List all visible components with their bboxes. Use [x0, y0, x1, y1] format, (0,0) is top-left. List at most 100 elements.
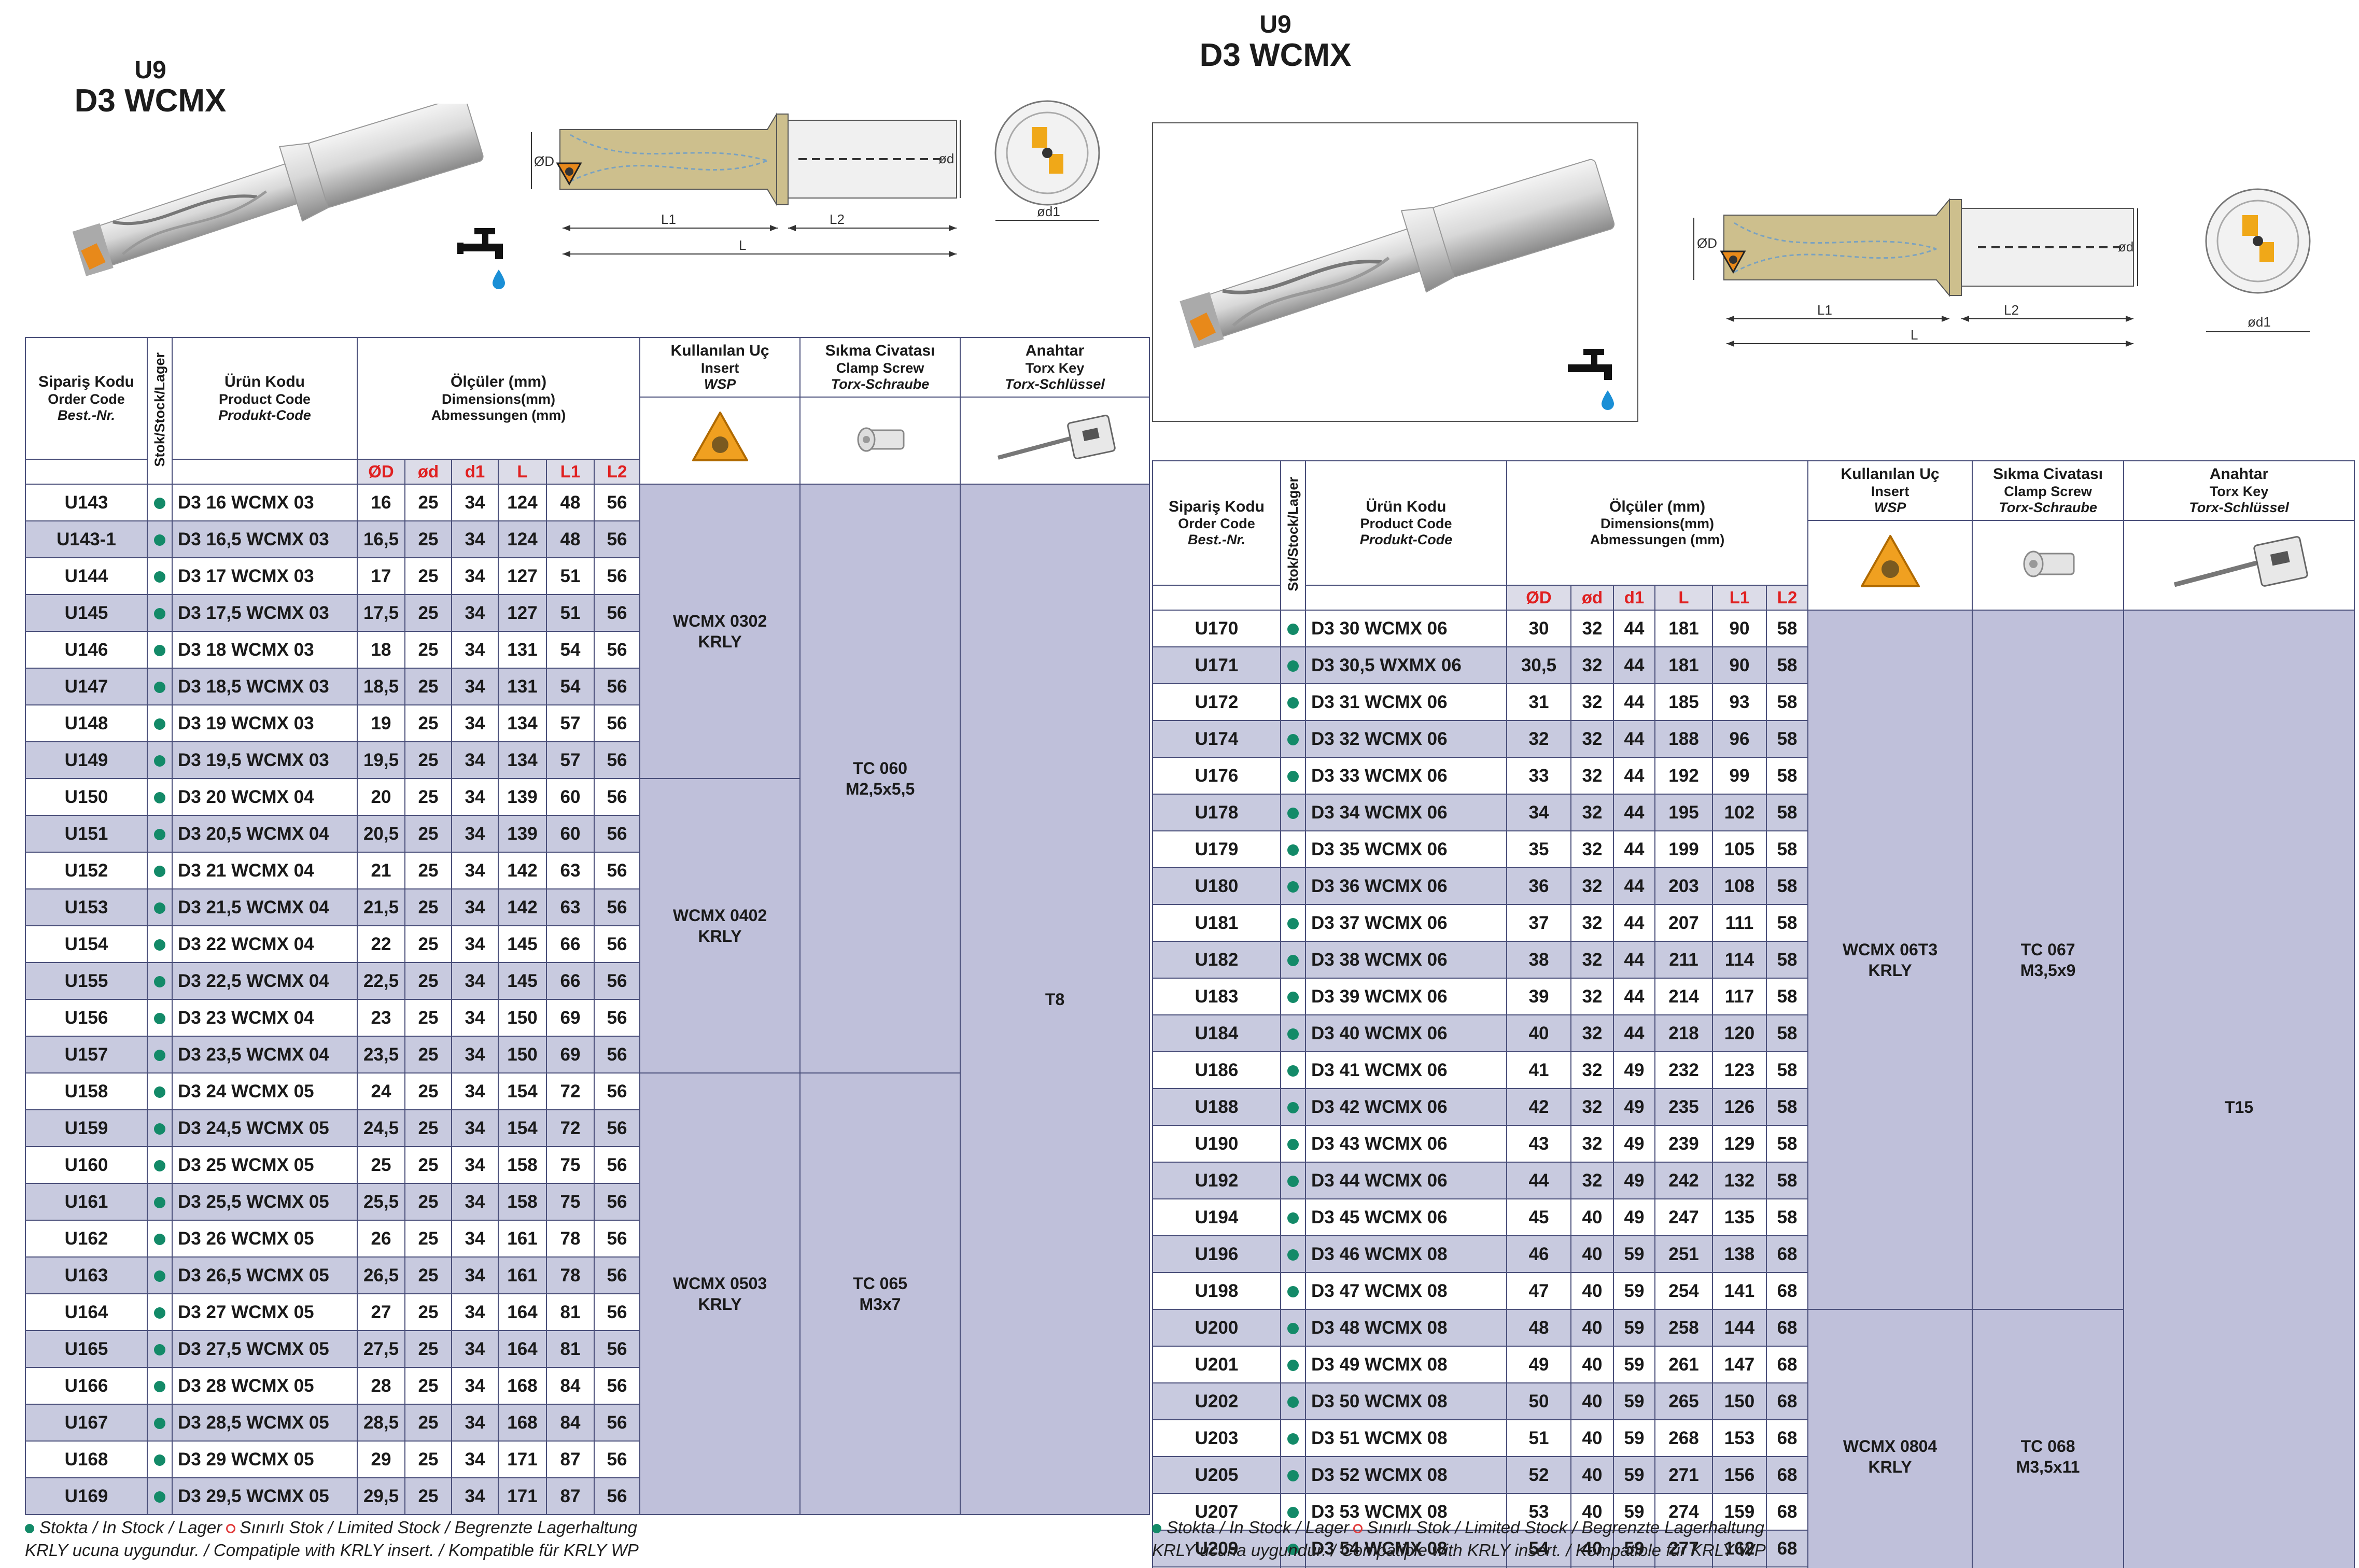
dim-od-small: 25	[404, 484, 452, 521]
dim-od-small: 25	[404, 888, 452, 926]
dim-d1: 59	[1613, 1346, 1655, 1383]
order-code: U205	[1152, 1456, 1281, 1494]
dim-l2: 56	[593, 1256, 641, 1294]
dim-l1: 81	[546, 1330, 595, 1368]
left-title-product: D3 WCMX	[74, 82, 227, 119]
dim-od-big: 49	[1506, 1346, 1571, 1383]
stock-status-cell	[1280, 1014, 1306, 1052]
stock-status-cell	[1280, 794, 1306, 831]
stock-status-cell	[1280, 610, 1306, 647]
in-stock-dot-icon	[1287, 1028, 1299, 1040]
in-stock-dot-icon	[154, 939, 165, 951]
in-stock-dot-icon	[154, 608, 165, 620]
dim-l2: 58	[1765, 757, 1809, 795]
dim-od-big: 43	[1506, 1125, 1571, 1163]
product-code: D3 47 WCMX 08	[1305, 1272, 1507, 1310]
dim-l1: 153	[1712, 1419, 1767, 1457]
dim-l1: 150	[1712, 1382, 1767, 1420]
in-stock-dot-icon	[1287, 1139, 1299, 1151]
order-code: U190	[1152, 1125, 1281, 1163]
dim-l2: 68	[1765, 1566, 1809, 1568]
dim-od-small: 25	[404, 631, 452, 669]
insert-cell-line: KRLY	[698, 1295, 742, 1313]
dim-od-small: 25	[404, 999, 452, 1037]
in-stock-dot-icon	[154, 1270, 165, 1282]
product-code: D3 40 WCMX 06	[1305, 1014, 1507, 1052]
dim-od-small: 32	[1570, 646, 1614, 684]
dim-od-small: 32	[1570, 720, 1614, 758]
dim-l: 161	[498, 1220, 547, 1258]
dim-l1: 63	[546, 888, 595, 926]
dim-d1: 34	[451, 741, 499, 779]
dim-l2: 58	[1765, 867, 1809, 905]
dim-od-big: 40	[1506, 1014, 1571, 1052]
dim-l: 268	[1654, 1419, 1713, 1457]
dim-od-big: 37	[1506, 904, 1571, 942]
order-code: U203	[1152, 1419, 1281, 1457]
product-code: D3 24,5 WCMX 05	[172, 1109, 358, 1147]
right-label-od-small: ød	[2118, 239, 2133, 255]
order-code: U153	[25, 888, 148, 926]
in-stock-dot-icon	[154, 829, 165, 841]
dim-l2: 56	[593, 925, 641, 963]
dim-l2: 56	[593, 1477, 641, 1515]
dim-d1: 34	[451, 1072, 499, 1110]
dim-l: 247	[1654, 1198, 1713, 1236]
stock-status-cell	[147, 1183, 173, 1221]
stock-status-cell	[147, 1293, 173, 1331]
in-stock-dot-icon	[1287, 1507, 1299, 1519]
dim-l1: 105	[1712, 830, 1767, 868]
dim-l: 150	[498, 1036, 547, 1073]
dim-l: 154	[498, 1109, 547, 1147]
dim-od-big: 18	[357, 631, 405, 669]
dim-l2: 56	[593, 778, 641, 816]
dim-l: 232	[1654, 1051, 1713, 1089]
dim-l2: 56	[593, 557, 641, 595]
dim-od-small: 40	[1570, 1346, 1614, 1383]
dim-l2: 56	[593, 1072, 641, 1110]
dim-l1: 99	[1712, 757, 1767, 795]
dim-od-small: 25	[404, 1330, 452, 1368]
dim-l: 127	[498, 594, 547, 632]
order-code: U143-1	[25, 520, 148, 558]
dim-od-small: 40	[1570, 1272, 1614, 1310]
stock-status-cell	[1280, 1493, 1306, 1531]
dim-l1: 90	[1712, 610, 1767, 647]
left-col-l2: L2	[593, 459, 641, 485]
dim-d1: 59	[1613, 1309, 1655, 1347]
dim-l2: 56	[593, 815, 641, 853]
dim-l2: 56	[593, 741, 641, 779]
dim-l1: 108	[1712, 867, 1767, 905]
stock-status-cell	[1280, 1235, 1306, 1273]
dim-od-small: 25	[404, 520, 452, 558]
dim-l: 139	[498, 778, 547, 816]
dim-od-big: 44	[1506, 1162, 1571, 1199]
left-footer-instock: Stokta / In Stock / Lager	[39, 1518, 222, 1537]
dim-l2: 56	[593, 484, 641, 521]
dim-l1: 93	[1712, 683, 1767, 721]
dim-l: 235	[1654, 1088, 1713, 1126]
dim-od-big: 30	[1506, 610, 1571, 647]
product-code: D3 17 WCMX 03	[172, 557, 358, 595]
dim-l2: 68	[1765, 1456, 1809, 1494]
order-code: U149	[25, 741, 148, 779]
dim-l: 203	[1654, 867, 1713, 905]
dim-l2: 68	[1765, 1382, 1809, 1420]
torx-key-cell: T8	[960, 484, 1150, 1515]
dim-od-small: 25	[404, 1146, 452, 1184]
left-label-l2: L2	[830, 211, 845, 227]
dim-l: 188	[1654, 720, 1713, 758]
stock-status-cell	[1280, 720, 1306, 758]
product-code: D3 20 WCMX 04	[172, 778, 358, 816]
clamp-screw-cell-line: M3,5x9	[2020, 960, 2076, 980]
product-code: D3 30 WCMX 06	[1305, 610, 1507, 647]
order-code: U186	[1152, 1051, 1281, 1089]
dim-l2: 58	[1765, 978, 1809, 1015]
